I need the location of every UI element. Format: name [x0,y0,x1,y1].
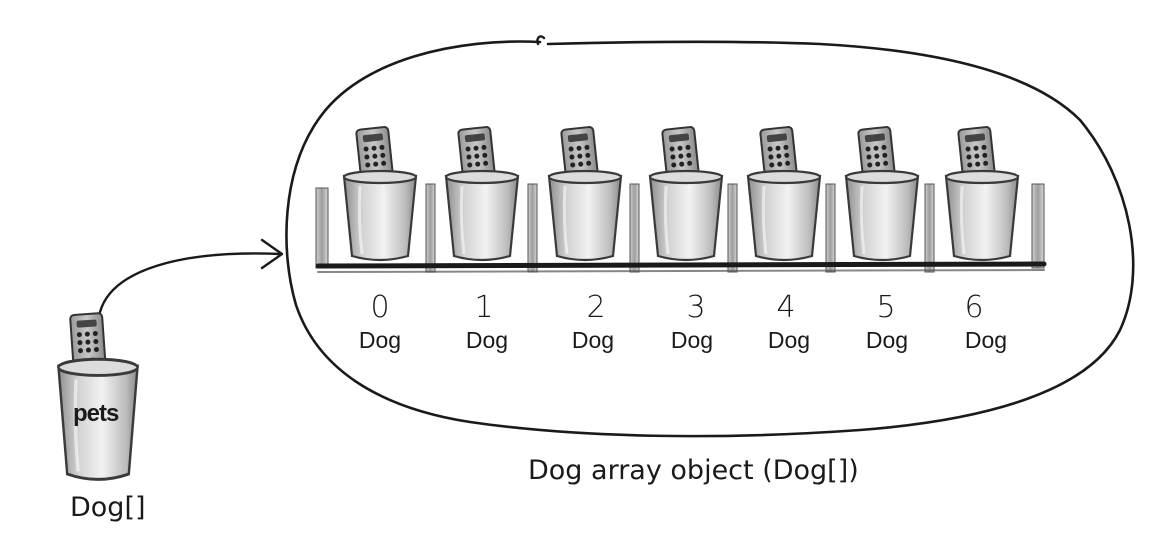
element-type-label: Dog [964,327,1008,353]
cup-icon [444,169,520,262]
cup-icon [844,169,920,262]
array-slot-0 [342,125,418,262]
element-type-label: Dog [465,327,509,353]
element-type-label: Dog [358,327,402,353]
variable-type-label: Dog[] [70,492,146,523]
cup-icon [746,169,822,262]
cup-icon [342,169,418,262]
index-label: 4 [776,290,796,325]
array-slot-6 [944,125,1020,262]
cup-icon [648,169,724,262]
index-label: 1 [474,290,494,325]
cup-icon [944,169,1020,262]
index-label: 5 [876,290,896,325]
array-slot-5 [844,125,920,262]
index-label: 6 [964,290,984,325]
array-slot-4 [746,125,822,262]
element-type-label: Dog [571,327,615,353]
array-object-caption: Dog array object (Dog[]) [528,455,859,486]
element-type-label: Dog [767,327,811,353]
index-label: 0 [370,290,390,325]
array-slot-1 [444,125,520,262]
cup-icon [547,169,623,262]
array-slot-2 [547,125,623,262]
pets-variable [58,312,137,479]
element-type-label: Dog [670,327,714,353]
index-label: 2 [586,290,606,325]
reference-arrow [98,252,282,314]
array-slot-3 [648,125,724,262]
array-shelf [315,183,1047,273]
array-object-outline [285,40,1135,438]
element-type-label: Dog [865,327,909,353]
variable-name-label: pets [73,400,119,427]
index-label: 3 [686,290,706,325]
